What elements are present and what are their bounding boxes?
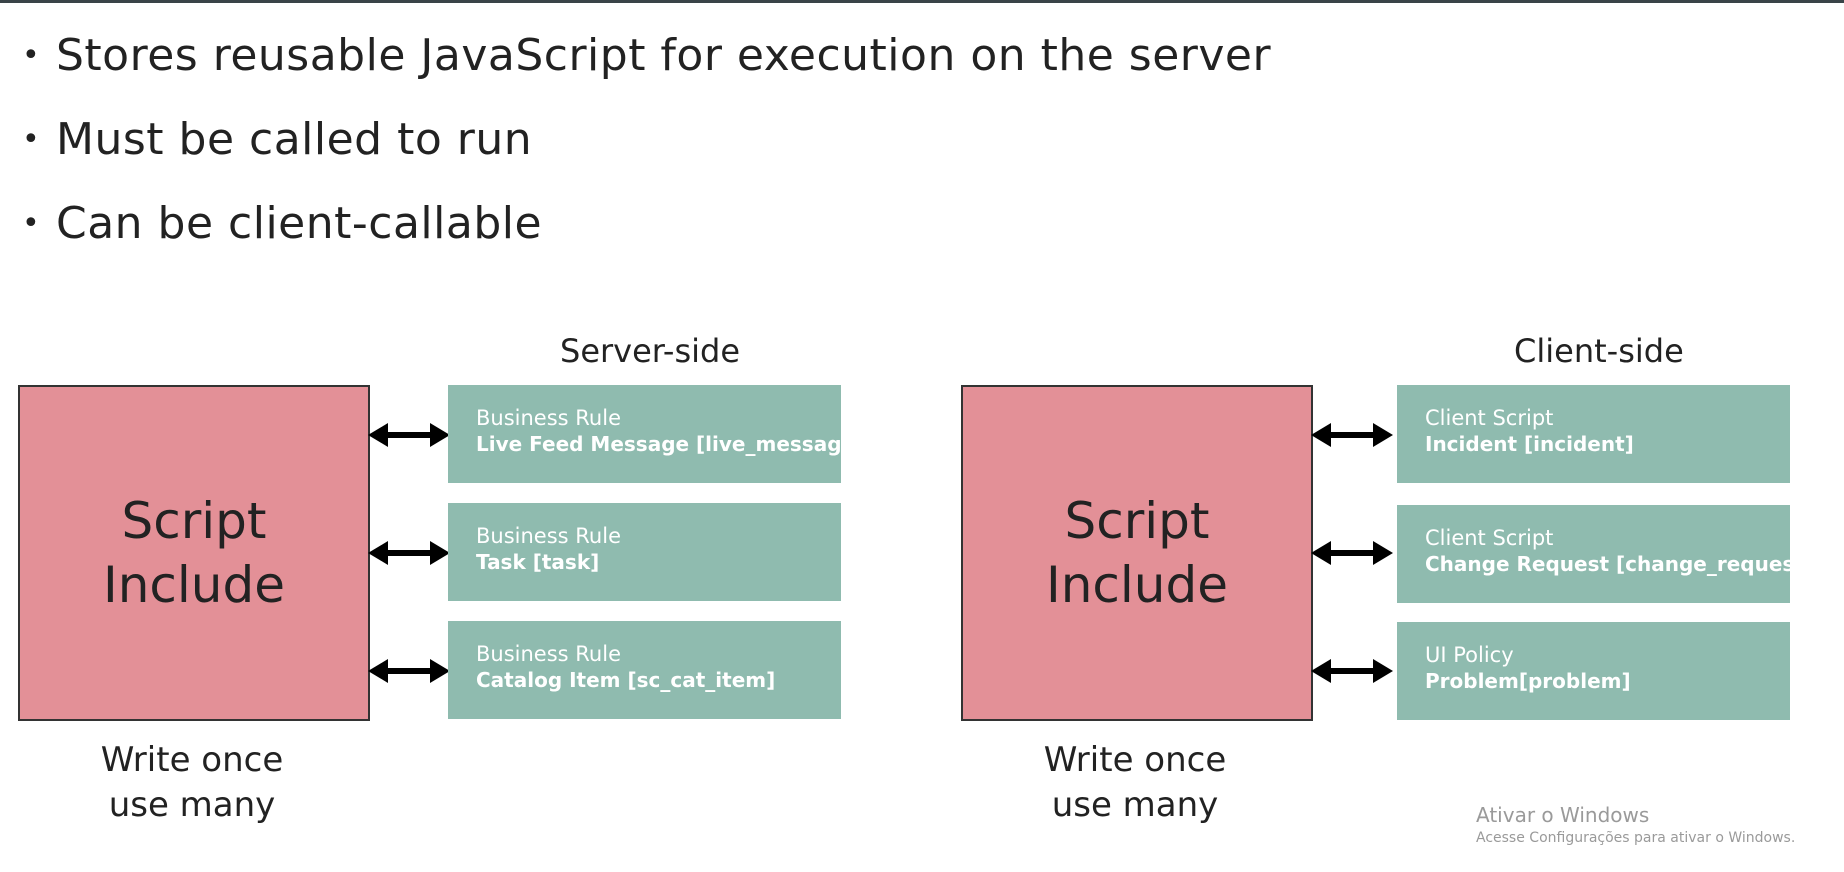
script-include-label: Script Include — [1045, 492, 1228, 614]
bullet-dot-icon: • — [22, 206, 41, 241]
server-script-include-box: Script Include — [18, 385, 370, 721]
double-headed-arrow-icon — [1311, 659, 1393, 683]
rule-type: Client Script — [1425, 526, 1554, 550]
client-side-heading: Client-side — [1514, 332, 1684, 370]
bullet-item: • Stores reusable JavaScript for executi… — [20, 28, 1271, 84]
watermark-title: Ativar o Windows — [1476, 803, 1650, 827]
rule-target: Live Feed Message [live_message] — [476, 432, 865, 456]
server-rule-box: Business Rule Live Feed Message [live_me… — [448, 385, 865, 483]
double-headed-arrow-icon — [368, 423, 450, 447]
server-rule-box: Business Rule Catalog Item [sc_cat_item] — [448, 621, 841, 719]
bullet-text: Can be client-callable — [56, 198, 543, 249]
client-caption: Write once use many — [1043, 740, 1227, 825]
rule-type: Client Script — [1425, 406, 1554, 430]
rule-target: Change Request [change_request] — [1425, 552, 1814, 576]
bullet-item: • Can be client-callable — [20, 196, 1271, 252]
client-script-include-box: Script Include — [961, 385, 1313, 721]
bullet-text: Must be called to run — [56, 114, 533, 165]
double-headed-arrow-icon — [368, 541, 450, 565]
script-include-label: Script Include — [102, 492, 285, 614]
rule-type: Business Rule — [476, 406, 621, 430]
bullet-list: • Stores reusable JavaScript for executi… — [20, 28, 1271, 280]
watermark-subtitle: Acesse Configurações para ativar o Windo… — [1476, 830, 1796, 846]
server-caption: Write once use many — [100, 740, 284, 825]
rule-type: Business Rule — [476, 642, 621, 666]
double-headed-arrow-icon — [1311, 423, 1393, 447]
bullet-dot-icon: • — [22, 38, 41, 73]
bullet-text: Stores reusable JavaScript for execution… — [56, 30, 1272, 81]
rule-target: Incident [incident] — [1425, 432, 1634, 456]
client-rule-box: UI Policy Problem[problem] — [1397, 622, 1790, 720]
rule-target: Task [task] — [476, 550, 600, 574]
client-rule-box: Client Script Incident [incident] — [1397, 385, 1790, 483]
rule-type: UI Policy — [1425, 643, 1514, 667]
server-side-heading: Server-side — [560, 332, 740, 370]
rule-type: Business Rule — [476, 524, 621, 548]
client-rule-box: Client Script Change Request [change_req… — [1397, 505, 1814, 603]
bullet-item: • Must be called to run — [20, 112, 1271, 168]
windows-activation-watermark: Ativar o Windows Acesse Configurações pa… — [1476, 802, 1795, 848]
double-headed-arrow-icon — [1311, 541, 1393, 565]
rule-target: Catalog Item [sc_cat_item] — [476, 668, 776, 692]
top-divider — [0, 0, 1844, 3]
double-headed-arrow-icon — [368, 659, 450, 683]
rule-target: Problem[problem] — [1425, 669, 1631, 693]
bullet-dot-icon: • — [22, 122, 41, 157]
server-rule-box: Business Rule Task [task] — [448, 503, 841, 601]
